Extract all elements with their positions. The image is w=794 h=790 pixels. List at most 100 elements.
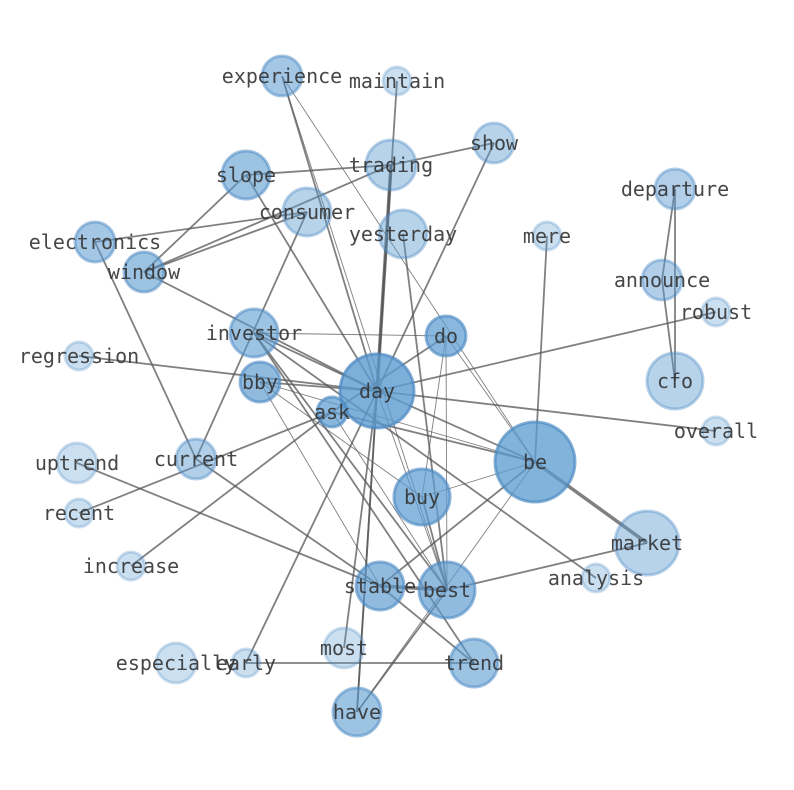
node-regression[interactable]	[63, 340, 95, 372]
node-label-current: current	[154, 447, 238, 471]
edge-ask-increase	[130, 411, 333, 567]
node-trend[interactable]	[448, 637, 500, 689]
node-most[interactable]	[322, 626, 366, 670]
edge-day-most	[343, 390, 378, 649]
node-label-market: market	[611, 531, 683, 555]
node-stable[interactable]	[354, 560, 406, 612]
node-analysis[interactable]	[580, 562, 612, 594]
edge-experience-day	[281, 75, 378, 392]
node-investor[interactable]	[228, 307, 280, 359]
edge-investor-do	[253, 332, 447, 337]
node-do[interactable]	[424, 314, 468, 358]
node-market[interactable]	[613, 509, 681, 577]
node-label-investor: investor	[206, 321, 302, 345]
node-day[interactable]	[338, 352, 416, 430]
edge-robust-day	[376, 311, 717, 392]
node-label-most: most	[320, 636, 368, 660]
node-label-especially: especially	[116, 651, 236, 675]
edge-departure-announce	[661, 188, 676, 281]
node-departure[interactable]	[653, 167, 697, 211]
node-label-day: day	[359, 379, 395, 403]
labels-layer: experience maintain show trading slope consum…	[19, 64, 758, 724]
node-label-ask: ask	[314, 400, 350, 424]
node-especially[interactable]	[154, 641, 198, 685]
node-label-regression: regression	[19, 344, 139, 368]
node-buy[interactable]	[392, 467, 452, 527]
node-label-trend: trend	[444, 651, 504, 675]
node-label-have: have	[333, 700, 381, 724]
edge-slope-day	[245, 174, 378, 392]
node-label-best: best	[423, 578, 471, 602]
node-label-increase: increase	[83, 554, 179, 578]
edge-best-market	[446, 542, 648, 591]
node-bby[interactable]	[238, 360, 282, 404]
edge-uptrend-stable	[76, 462, 381, 587]
node-uptrend[interactable]	[55, 441, 99, 485]
node-be[interactable]	[493, 420, 577, 504]
node-announce[interactable]	[640, 258, 684, 302]
node-yesterday[interactable]	[377, 208, 429, 260]
edge-electronics-current	[94, 241, 197, 460]
node-slope[interactable]	[220, 149, 272, 201]
node-label-analysis: analysis	[548, 566, 644, 590]
nodes-layer	[55, 54, 732, 738]
node-maintain[interactable]	[381, 65, 413, 97]
node-cfo[interactable]	[645, 351, 705, 411]
edge-ask-best	[331, 411, 448, 591]
node-label-maintain: maintain	[349, 69, 445, 93]
node-label-consumer: consumer	[259, 200, 355, 224]
node-increase[interactable]	[115, 550, 147, 582]
edge-show-day	[376, 142, 495, 392]
node-label-uptrend: uptrend	[35, 451, 119, 475]
edge-trading-window	[143, 164, 392, 273]
edge-do-best	[445, 335, 448, 591]
edge-bby-stable	[259, 381, 381, 587]
node-best[interactable]	[417, 560, 477, 620]
edge-day-early	[245, 390, 378, 664]
node-label-departure: departure	[621, 177, 729, 201]
node-label-stable: stable	[344, 574, 416, 598]
node-label-yesterday: yesterday	[349, 222, 457, 246]
edge-bby-buy	[259, 381, 423, 498]
node-consumer[interactable]	[281, 186, 333, 238]
node-experience[interactable]	[260, 54, 304, 98]
node-ask[interactable]	[315, 395, 349, 429]
node-label-early: early	[216, 651, 276, 675]
node-label-experience: experience	[222, 64, 342, 88]
node-label-buy: buy	[404, 485, 440, 509]
node-label-show: show	[470, 131, 519, 155]
node-electronics[interactable]	[73, 220, 117, 264]
edge-announce-cfo	[661, 279, 676, 382]
node-label-robust: robust	[680, 300, 752, 324]
edge-consumer-window	[143, 211, 308, 273]
edge-ask-recent	[78, 411, 333, 514]
edge-trading-show	[390, 142, 495, 166]
node-have[interactable]	[331, 686, 383, 738]
edge-regression-day	[78, 355, 378, 392]
node-show[interactable]	[472, 121, 516, 165]
node-early[interactable]	[230, 647, 262, 679]
node-label-electronics: electronics	[29, 230, 161, 254]
edge-stable-current	[195, 458, 381, 587]
edge-investor-analysis	[253, 332, 597, 579]
node-label-mere: mere	[523, 224, 571, 248]
node-label-slope: slope	[216, 163, 276, 187]
node-window[interactable]	[122, 250, 166, 294]
node-mere[interactable]	[531, 220, 563, 252]
node-overall[interactable]	[700, 415, 732, 447]
edge-day-overall	[376, 390, 717, 432]
node-label-recent: recent	[43, 501, 115, 525]
node-label-do: do	[434, 324, 458, 348]
node-label-trading: trading	[349, 153, 433, 177]
node-label-cfo: cfo	[657, 369, 693, 393]
edge-experience-be	[281, 75, 536, 463]
node-robust[interactable]	[700, 296, 732, 328]
node-current[interactable]	[174, 437, 218, 481]
edge-day-have	[356, 390, 378, 713]
edge-investor-best	[253, 332, 448, 591]
node-trading[interactable]	[364, 138, 418, 192]
node-label-window: window	[108, 260, 181, 284]
node-recent[interactable]	[63, 497, 95, 529]
